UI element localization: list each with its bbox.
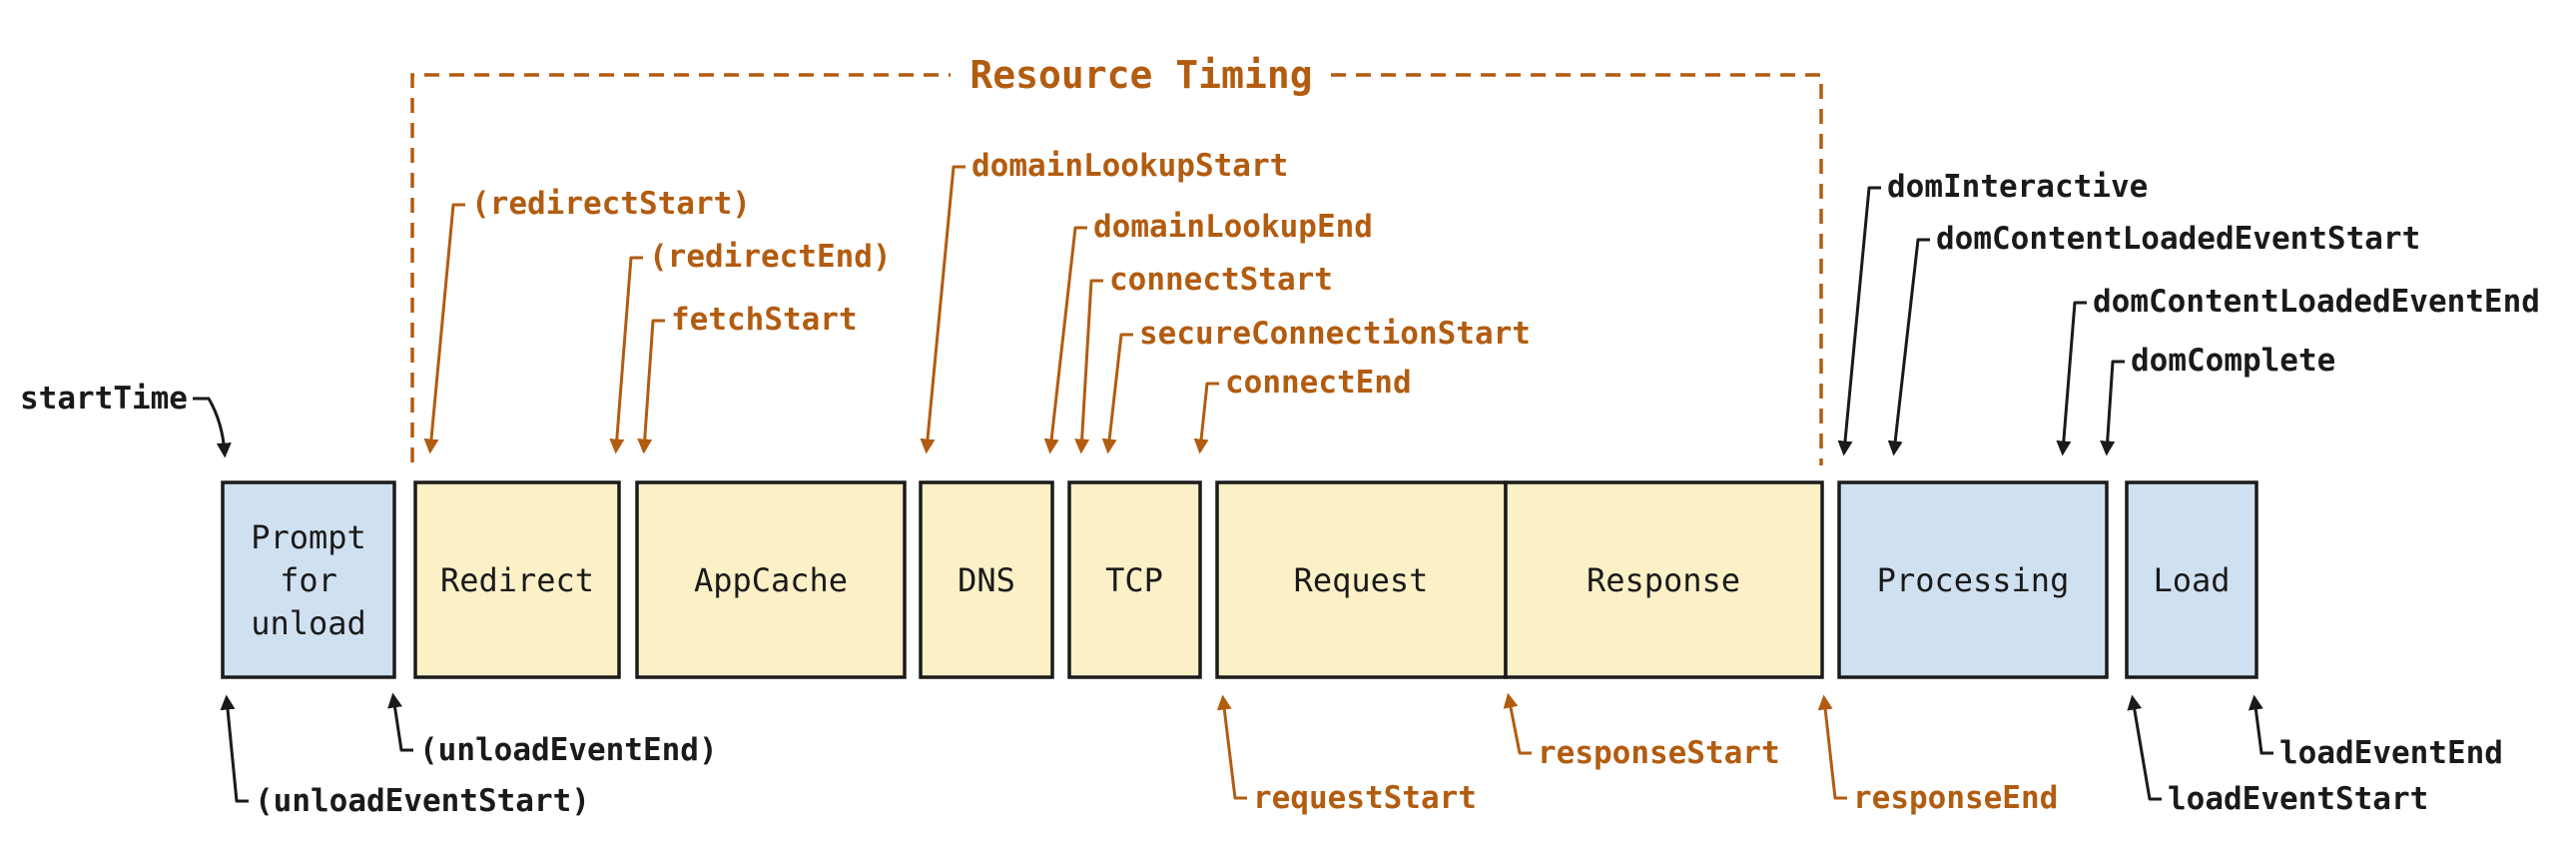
box-dns-rect xyxy=(919,480,1054,679)
label-starttime: startTime xyxy=(20,381,188,417)
label-fetchstart: fetchStart xyxy=(671,302,858,338)
label-redirectstart: (redirectStart) xyxy=(471,186,751,222)
label-requeststart: requestStart xyxy=(1253,780,1477,816)
label-secureconnectionstart: secureConnectionStart xyxy=(1139,316,1531,352)
arrow-domainlookupend xyxy=(1043,226,1087,454)
box-redirect-rect xyxy=(413,480,621,679)
arrow-responseend xyxy=(1817,694,1847,800)
label-unloadeventstart: (unloadEventStart) xyxy=(255,783,590,819)
bracket-dashed-line xyxy=(410,73,1823,465)
box-label: TCP xyxy=(1105,561,1163,599)
arrow-redirectstart xyxy=(423,203,465,454)
arrow-connectend xyxy=(1193,382,1219,454)
label-loadeventend: loadEventEnd xyxy=(2279,735,2503,771)
box-request: Request xyxy=(1215,480,1508,679)
arrow-loadeventstart xyxy=(2127,694,2162,801)
arrow-starttime xyxy=(193,397,232,458)
box-label: DNS xyxy=(958,561,1015,599)
arrow-unloadeventstart xyxy=(220,694,249,803)
label-connectend: connectEnd xyxy=(1225,365,1412,401)
box-processing: Processing xyxy=(1837,480,2109,679)
box-prompt-for-unload-rect xyxy=(221,480,396,679)
label-connectstart: connectStart xyxy=(1109,262,1333,298)
box-tcp: TCP xyxy=(1067,480,1202,679)
box-label: Response xyxy=(1587,561,1740,599)
box-label-line: unload xyxy=(251,604,366,642)
resource-timing-bracket: Resource Timing xyxy=(410,53,1823,465)
arrow-redirectend xyxy=(609,256,643,454)
box-load-rect xyxy=(2125,480,2258,679)
event-labels-bottom: (unloadEventStart) (unloadEventEnd) requ… xyxy=(220,692,2503,819)
box-response: Response xyxy=(1504,480,1824,679)
event-labels-top: startTime (redirectStart) (redirectEnd) … xyxy=(20,148,2540,458)
arrow-fetchstart xyxy=(637,319,665,454)
box-label-line: Prompt xyxy=(251,518,366,556)
box-response-rect xyxy=(1504,480,1824,679)
box-appcache: AppCache xyxy=(635,480,907,679)
label-domainlookupend: domainLookupEnd xyxy=(1093,209,1373,245)
timeline-boxes: Prompt for unload Redirect AppCache DNS … xyxy=(221,480,2258,679)
arrow-domcontentloadedeventstart xyxy=(1887,238,1930,456)
arrow-requeststart xyxy=(1216,694,1247,800)
arrow-dominteractive xyxy=(1837,186,1881,456)
box-label: Load xyxy=(2153,561,2230,599)
box-processing-rect xyxy=(1837,480,2109,679)
box-label: Redirect xyxy=(440,561,594,599)
arrow-domcontentloadedeventend xyxy=(2056,301,2087,456)
box-prompt-for-unload: Prompt for unload xyxy=(221,480,396,679)
label-domcontentloadedeventend: domContentLoadedEventEnd xyxy=(2093,284,2540,320)
box-redirect: Redirect xyxy=(413,480,621,679)
arrow-unloadeventend xyxy=(387,692,413,752)
box-label: Request xyxy=(1294,561,1429,599)
label-domcontentloadedeventstart: domContentLoadedEventStart xyxy=(1936,221,2420,257)
label-loadeventstart: loadEventStart xyxy=(2168,781,2428,817)
box-tcp-rect xyxy=(1067,480,1202,679)
arrow-connectstart xyxy=(1074,279,1103,454)
label-dominteractive: domInteractive xyxy=(1887,169,2148,205)
box-label-line: for xyxy=(280,561,337,599)
label-responsestart: responseStart xyxy=(1538,735,1780,771)
arrow-loadeventend xyxy=(2248,694,2273,755)
label-domainlookupstart: domainLookupStart xyxy=(971,148,1288,184)
box-dns: DNS xyxy=(919,480,1054,679)
label-domcomplete: domComplete xyxy=(2131,343,2335,379)
arrow-domainlookupstart xyxy=(920,165,966,454)
box-load: Load xyxy=(2125,480,2258,679)
box-label: Processing xyxy=(1877,561,2070,599)
label-responseend: responseEnd xyxy=(1853,780,2058,816)
bracket-title: Resource Timing xyxy=(969,53,1312,97)
arrow-secureconnectionstart xyxy=(1101,333,1133,454)
label-redirectend: (redirectEnd) xyxy=(649,239,892,275)
box-appcache-rect xyxy=(635,480,907,679)
box-label: AppCache xyxy=(694,561,848,599)
arrow-domcomplete xyxy=(2100,360,2125,456)
arrow-responsestart xyxy=(1503,692,1532,755)
box-request-rect xyxy=(1215,480,1508,679)
label-unloadeventend: (unloadEventEnd) xyxy=(419,732,718,768)
